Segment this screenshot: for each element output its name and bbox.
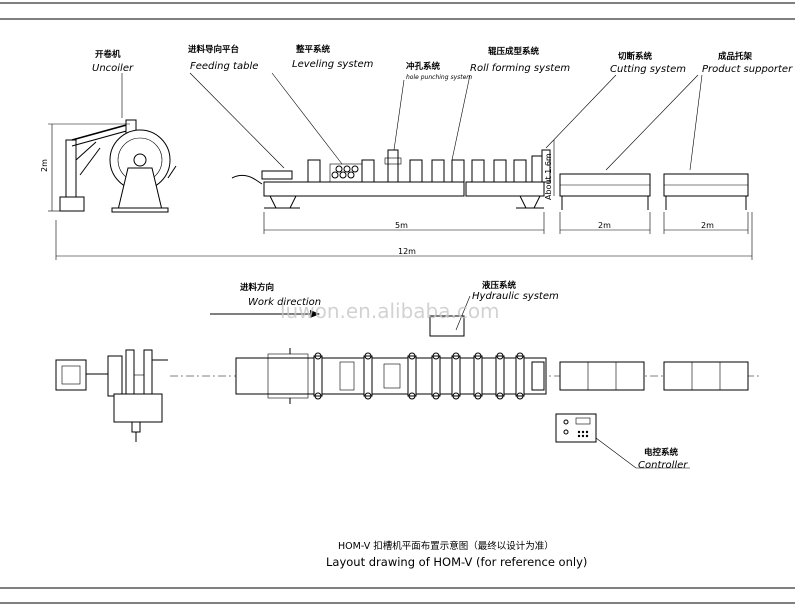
uncoiler-elevation [59,119,177,213]
hydraulic-label-cn: 液压系统 [482,280,517,291]
controller-label-cn: 电控系统 [644,447,679,458]
supporter-label-cn: 成品托架 [718,51,753,62]
plan-view [55,295,760,469]
rollforming-label-cn: 辊压成型系统 [488,46,540,57]
leveling-rollers [329,163,363,183]
cutter [541,149,551,183]
direction-label-cn: 进料方向 [240,282,274,293]
watermark: luwon.en.alibaba.com [280,299,500,323]
punch-press [387,149,399,183]
hydraulic-label-en: Hydraulic system [472,291,559,302]
controller-label-en: Controller [638,460,688,471]
leveling-label-en: Leveling system [292,59,374,70]
feeding-label-cn: 进料导向平台 [188,44,240,55]
machine-height-dim: About 1.6m [544,153,553,200]
cutting-label-en: Cutting system [610,64,686,75]
leveling-label-cn: 整平系统 [296,44,331,55]
dimension-lines [48,123,753,260]
machine-elevation [231,149,551,209]
supporter-elevation [559,173,749,210]
leader-lines [121,72,703,171]
supporter-label-en: Product supporter [702,64,793,75]
feeding-label-en: Feeding table [190,61,258,72]
supporter-length-dim: 2m [701,221,714,230]
height-dim: 2m [40,159,49,172]
cutting-label-cn: 切断系统 [618,51,653,62]
roll-stations-plan [313,352,525,400]
roll-stands [307,155,543,183]
punching-label-cn: 冲孔系统 [406,61,441,72]
hydraulic-unit [429,315,465,337]
direction-label-en: Work direction [248,297,321,308]
uncoiler-label-cn: 开卷机 [95,49,121,60]
caption-en: Layout drawing of HOM-V (for reference o… [326,555,587,569]
uncoiler-label-en: Uncoiler [92,63,134,74]
rollforming-label-en: Roll forming system [470,63,570,74]
total-length-dim: 12m [398,247,416,256]
punching-label-en: hole punching system [406,74,472,81]
caption-cn: HOM-V 扣槽机平面布置示意图（最终以设计为准） [338,540,554,552]
line-length-dim: 5m [395,221,408,230]
cutting-length-dim: 2m [598,221,611,230]
